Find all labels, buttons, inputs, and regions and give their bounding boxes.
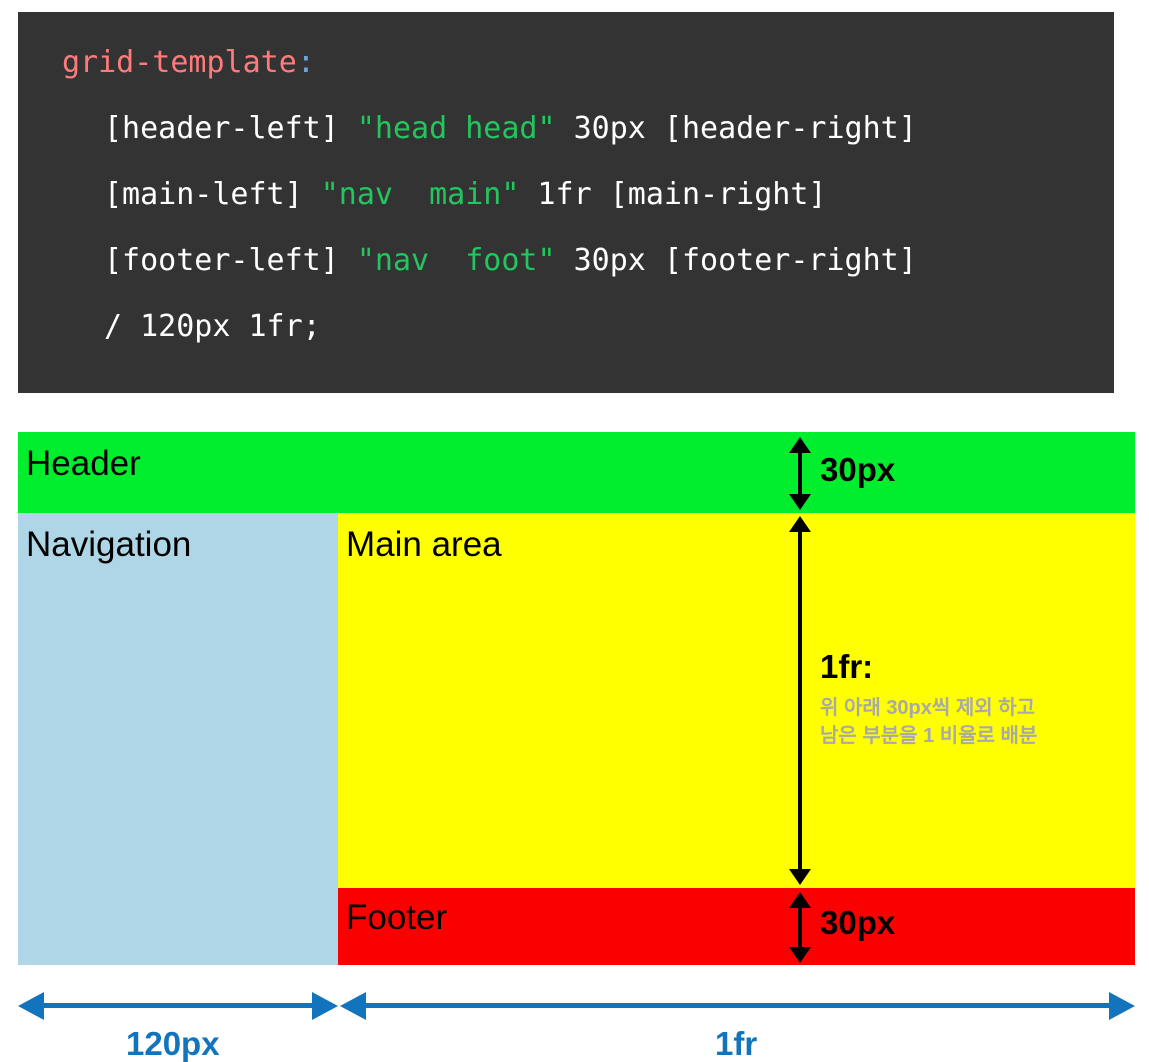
main-width-label: 1fr — [715, 1025, 758, 1062]
code-line-2: [header-left] "head head" 30px [header-r… — [18, 96, 1114, 162]
region-label-header: Header — [26, 444, 141, 483]
width-measurements: 120px 1fr — [0, 985, 1149, 1060]
code-token-colon: : — [296, 45, 315, 80]
footer-dim-line — [798, 905, 802, 951]
code-block: grid-template: [header-left] "head head"… — [18, 12, 1114, 393]
code-line-1: grid-template: — [18, 30, 1114, 96]
region-label-navigation: Navigation — [26, 525, 192, 564]
code-line-4: [footer-left] "nav foot" 30px [footer-ri… — [18, 228, 1114, 294]
header-dim-label: 30px — [820, 451, 896, 488]
region-header — [18, 432, 1135, 513]
main-width-arrowhead-left — [340, 992, 366, 1020]
main-width-arrowhead-right — [1109, 992, 1135, 1020]
code-token-columns: / 120px 1fr; — [104, 309, 321, 344]
code-line-3: [main-left] "nav main" 1fr [main-right] — [18, 162, 1114, 228]
main-dim-note-line1: 위 아래 30px씩 제외 하고 — [820, 697, 1036, 719]
footer-dim-arrowhead-top — [789, 892, 811, 908]
nav-width-line — [40, 1003, 320, 1008]
code-token-footer-right: 30px [footer-right] — [555, 243, 917, 278]
header-dim-arrowhead-top — [789, 437, 811, 453]
code-token-property: grid-template — [62, 45, 297, 80]
footer-dim-arrowhead-bottom — [789, 947, 811, 963]
header-dim-arrowhead-bottom — [789, 494, 811, 510]
region-footer — [338, 888, 1135, 965]
code-token-head-area: "head head" — [356, 111, 556, 146]
region-main — [338, 513, 1135, 888]
code-token-footer-left: [footer-left] — [104, 243, 357, 278]
code-token-header-right: 30px [header-right] — [555, 111, 917, 146]
region-label-main: Main area — [346, 525, 502, 564]
code-token-main-right: 1fr [main-right] — [519, 177, 827, 212]
code-line-5: / 120px 1fr; — [18, 294, 1114, 360]
code-token-main-area: "nav main" — [320, 177, 520, 212]
header-dim-line — [798, 450, 802, 498]
nav-width-arrowhead-right — [312, 992, 338, 1020]
code-token-header-left: [header-left] — [104, 111, 357, 146]
code-token-main-left: [main-left] — [104, 177, 321, 212]
main-dim-label: 1fr: — [820, 648, 874, 685]
main-dim-note-line2: 남은 부분을 1 비율로 배분 — [820, 725, 1038, 747]
main-dim-arrowhead-bottom — [789, 869, 811, 885]
region-label-footer: Footer — [346, 898, 448, 937]
code-token-foot-area: "nav foot" — [356, 243, 556, 278]
main-dim-line — [798, 529, 802, 873]
region-navigation — [18, 513, 338, 965]
footer-dim-label: 30px — [820, 904, 896, 941]
nav-width-label: 120px — [126, 1025, 220, 1062]
grid-layout-diagram: Header Navigation Main area Footer 30px … — [18, 432, 1135, 965]
main-width-line — [362, 1003, 1114, 1008]
main-dim-arrowhead-top — [789, 516, 811, 532]
nav-width-arrowhead-left — [18, 992, 44, 1020]
